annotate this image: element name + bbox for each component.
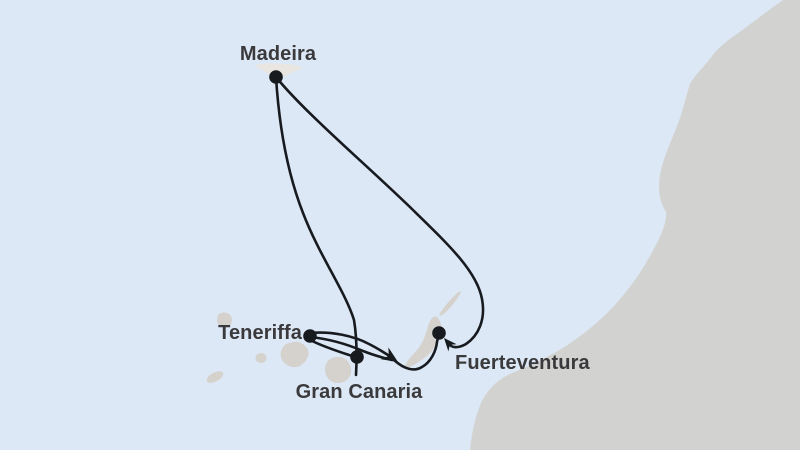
direction-arrow-east bbox=[380, 347, 398, 362]
gran-canaria-island bbox=[325, 356, 352, 383]
port-dot-gran-canaria bbox=[350, 350, 364, 364]
la-gomera-island bbox=[255, 353, 267, 363]
el-hierro-island bbox=[206, 371, 224, 383]
la-palma-island bbox=[217, 312, 232, 328]
tenerife-island bbox=[280, 341, 309, 368]
fuerteventura-island bbox=[405, 316, 442, 368]
route-line-madeira-fuerteventura bbox=[274, 75, 485, 349]
port-label-teneriffa: Teneriffa bbox=[218, 322, 302, 344]
port-dot-teneriffa bbox=[303, 329, 317, 343]
port-dot-fuerteventura bbox=[432, 326, 446, 340]
port-dot-madeira bbox=[269, 70, 283, 84]
lanzarote-island bbox=[439, 291, 461, 316]
route-line-teneriffa-gran-canaria bbox=[308, 338, 354, 358]
route-line-teneriffa-east-upper bbox=[308, 331, 396, 361]
port-label-gran-canaria: Gran Canaria bbox=[295, 381, 423, 403]
port-label-fuerteventura: Fuerteventura bbox=[455, 352, 590, 374]
port-label-madeira: Madeira bbox=[239, 43, 317, 65]
direction-arrow-into-fuerteventura bbox=[444, 338, 457, 352]
africa-landmass bbox=[470, 0, 800, 450]
